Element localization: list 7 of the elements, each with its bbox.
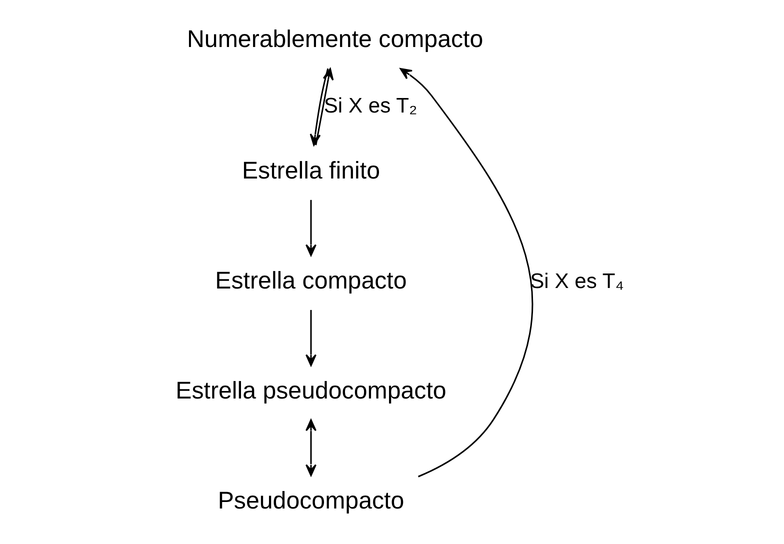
node-text: Estrella finito [242,157,380,184]
edge-label: Si X es T₂ [324,94,418,118]
node-text: Estrella compacto [215,267,407,294]
node-text: Pseudocompacto [218,487,404,514]
node-text: Estrella pseudocompacto [176,377,446,404]
node-text: Numerablemente compacto [187,26,484,54]
edge-label: Si X es T₄ [530,270,624,294]
